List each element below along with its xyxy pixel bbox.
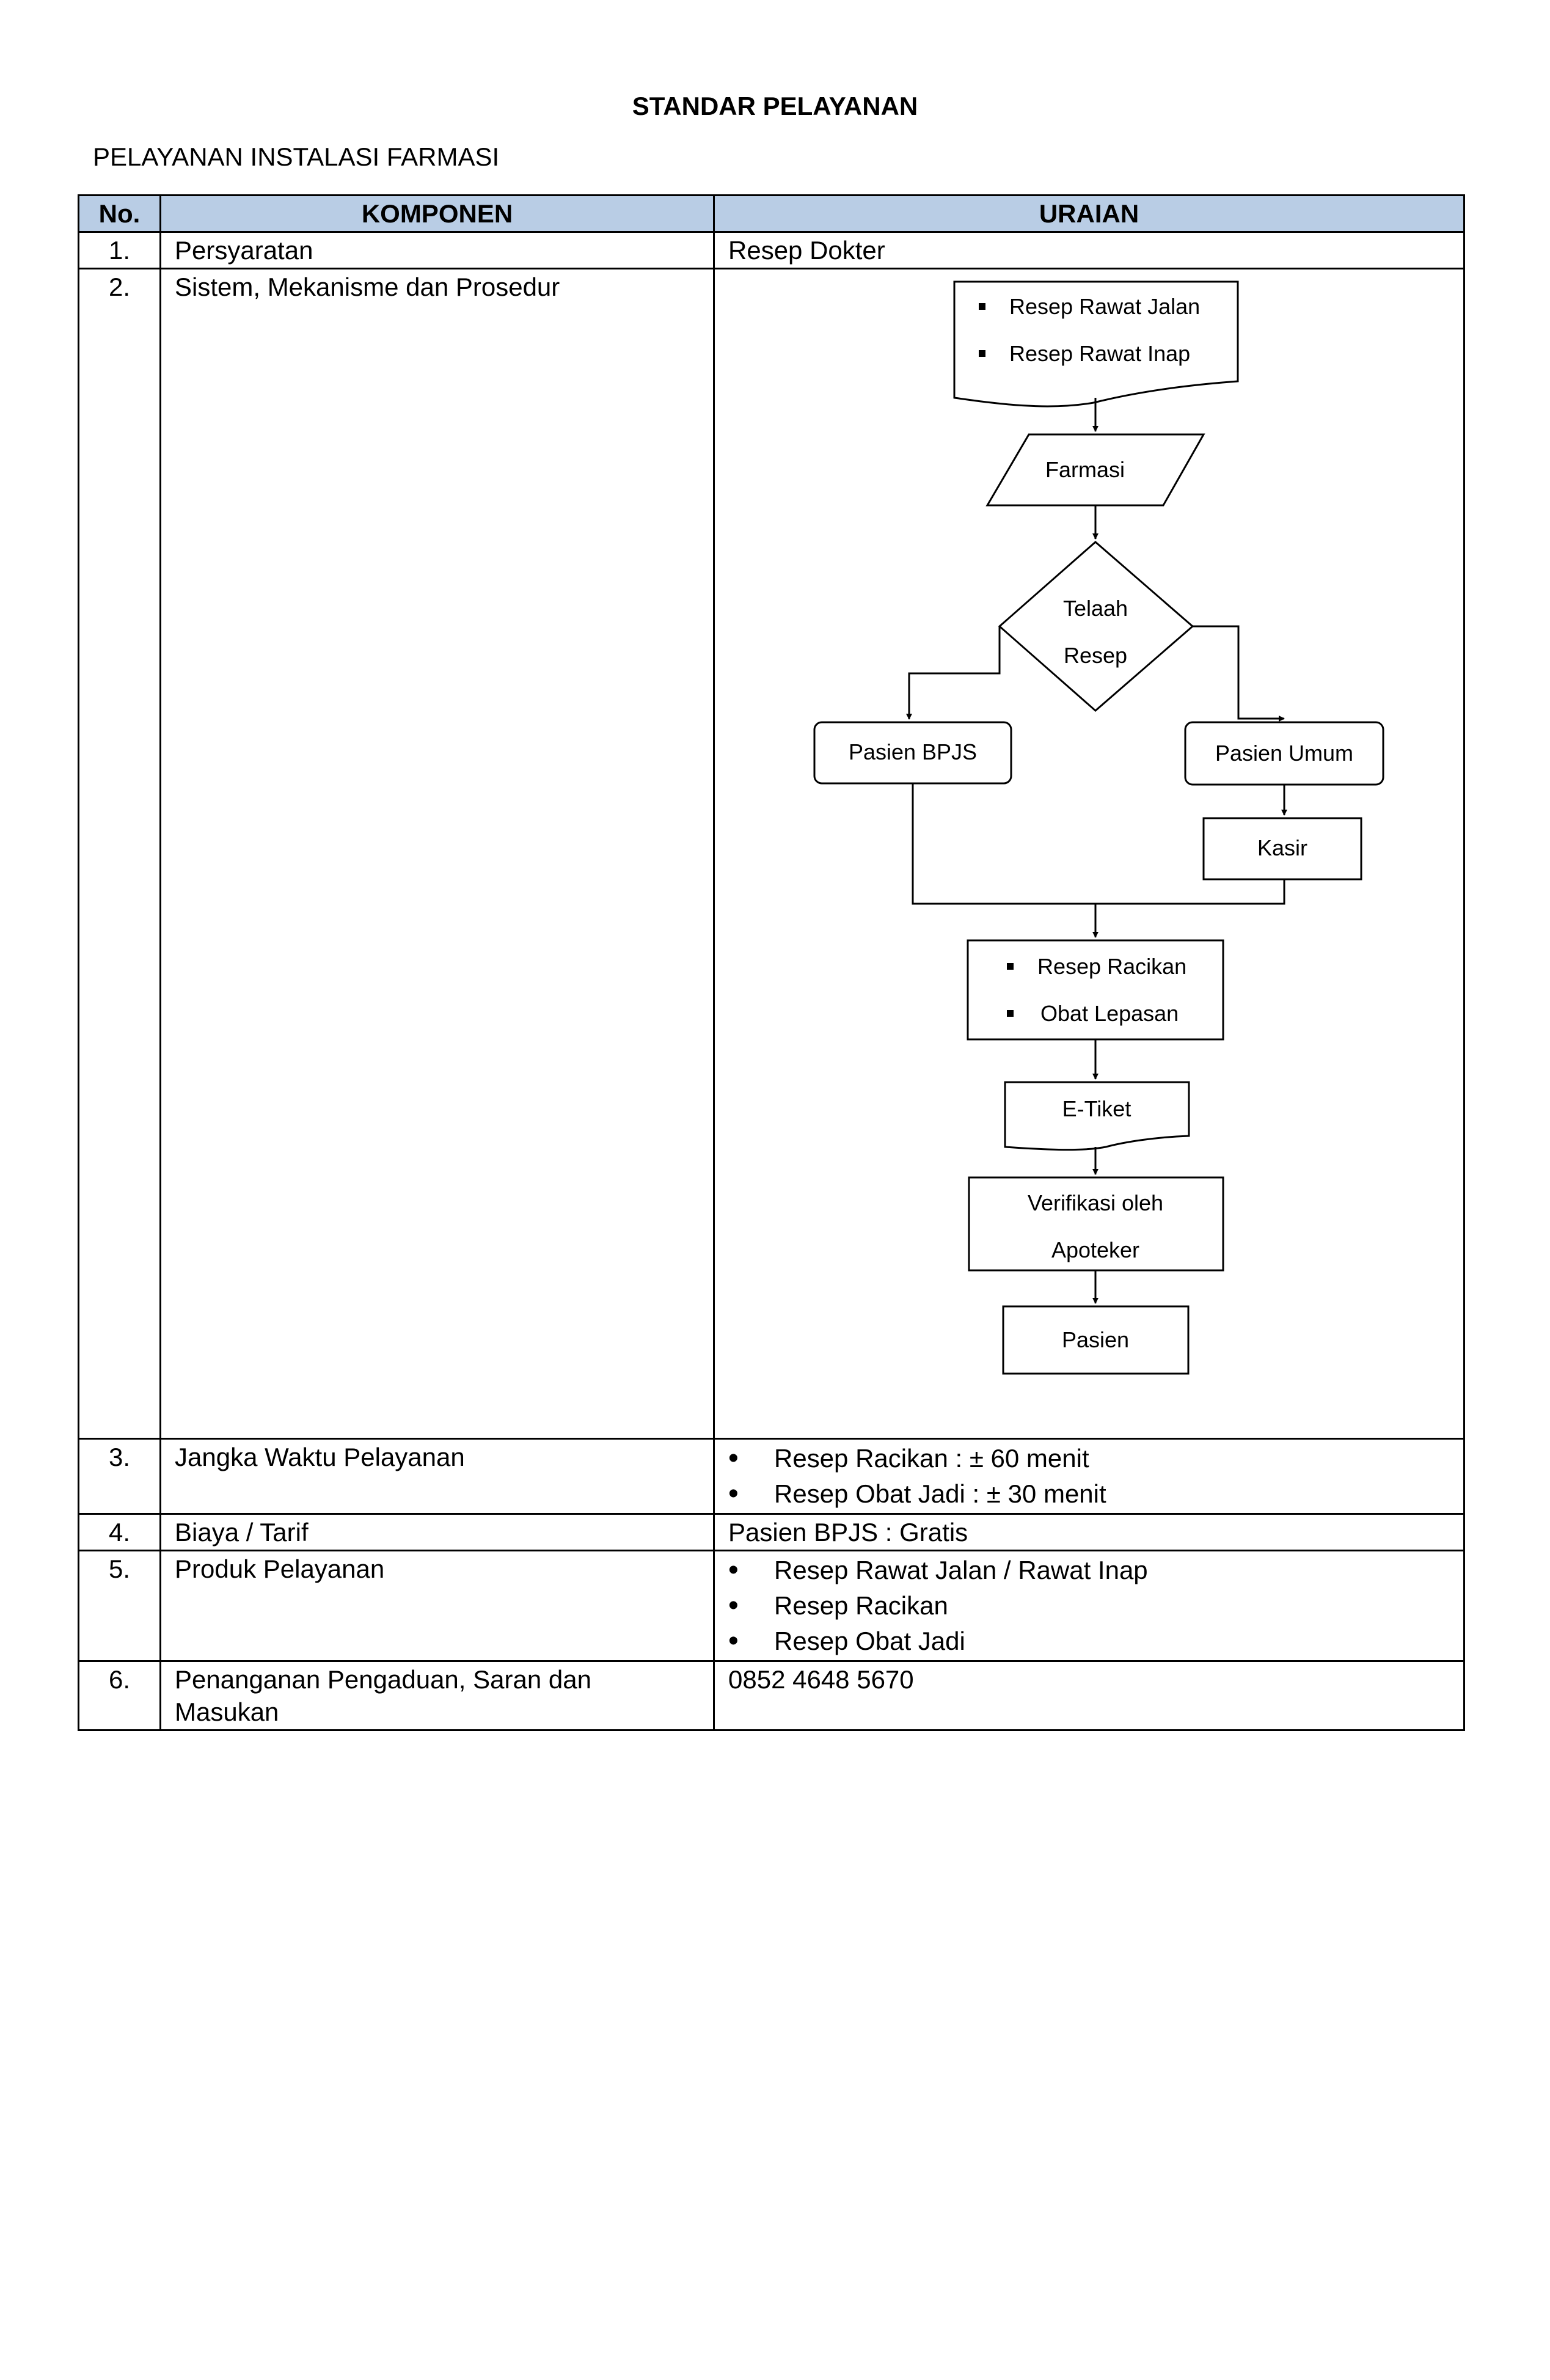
document-subtitle: PELAYANAN INSTALASI FARMASI [93,142,500,171]
row-uraian: Resep Racikan : ± 60 menit Resep Obat Ja… [713,1438,1465,1515]
row-uraian: Resep Rawat Jalan / Rawat Inap Resep Rac… [713,1550,1465,1662]
header-no: No. [78,194,161,233]
kasir-shape [1202,817,1362,881]
document-title: STANDAR PELAYANAN [632,92,918,120]
verifikasi-label: Verifikasi oleh [1028,1190,1163,1215]
row-uraian: Pasien BPJS : Gratis [713,1513,1465,1551]
table-header-row: No. KOMPONEN URAIAN [78,194,1465,233]
pasien-shape [1002,1305,1190,1375]
resep-item-label: Resep Rawat Jalan [1009,294,1200,319]
pasien-label: Pasien [1062,1327,1129,1352]
kasir-label: Kasir [1257,835,1307,860]
row-number: 2. [78,268,161,1440]
table-row: 4. Biaya / Tarif Pasien BPJS : Gratis [78,1513,1465,1551]
row-komponen: Biaya / Tarif [159,1513,715,1551]
table-row: 2. Sistem, Mekanisme dan Prosedur [78,268,1465,1440]
list-item: Resep Racikan : ± 60 menit [728,1441,1450,1476]
telaah-label: Resep [1064,643,1127,668]
bullet-square [979,350,985,357]
flowchart-cell: Resep Rawat Jalan Resep Rawat Inap Farma… [713,268,1465,1440]
connector-arrow [906,626,1001,720]
connector-arrow [1193,625,1285,722]
etiket-document-shape [1004,1081,1190,1151]
farmasi-label: Farmasi [1045,457,1125,482]
header-uraian: URAIAN [713,194,1465,233]
row-komponen: Penanganan Pengaduan, Saran dan Masukan [159,1660,715,1731]
racikan-shape [967,939,1224,1041]
verifikasi-label: Apoteker [1051,1237,1139,1262]
racikan-item-label: Obat Lepasan [1040,1001,1179,1026]
row-number: 1. [78,231,161,269]
resep-document-shape [953,280,1239,408]
pasien-umum-label: Pasien Umum [1215,741,1353,766]
list-item: Resep Obat Jadi : ± 30 menit [728,1476,1450,1512]
connector-line [912,783,1285,905]
bullet-square [1007,1010,1014,1017]
etiket-label: E-Tiket [1062,1096,1131,1121]
resep-item-label: Resep Rawat Inap [1009,341,1190,366]
table-row: 1. Persyaratan Resep Dokter [78,231,1465,269]
row-komponen: Produk Pelayanan [159,1550,715,1662]
table-row: 5. Produk Pelayanan Resep Rawat Jalan / … [78,1550,1465,1662]
bullet-list: Resep Racikan : ± 60 menit Resep Obat Ja… [728,1441,1450,1512]
row-number: 6. [78,1660,161,1731]
bullet-square [1007,963,1014,970]
list-item: Resep Racikan [728,1588,1450,1624]
farmasi-shape [985,433,1205,507]
table-row: 6. Penanganan Pengaduan, Saran dan Masuk… [78,1660,1465,1731]
list-item: Resep Obat Jadi [728,1624,1450,1659]
row-komponen: Jangka Waktu Pelayanan [159,1438,715,1515]
row-uraian: 0852 4648 5670 [713,1660,1465,1731]
row-komponen: Sistem, Mekanisme dan Prosedur [159,268,715,1440]
row-komponen: Persyaratan [159,231,715,269]
service-standard-table: No. KOMPONEN URAIAN 1. Persyaratan Resep… [78,194,1465,1731]
table-row: 3. Jangka Waktu Pelayanan Resep Racikan … [78,1438,1465,1515]
row-uraian: Resep Dokter [713,231,1465,269]
header-komponen: KOMPONEN [159,194,715,233]
racikan-item-label: Resep Racikan [1037,954,1186,979]
telaah-decision-shape [998,541,1194,712]
telaah-label: Telaah [1063,596,1128,621]
bullet-square [979,303,985,310]
flowchart: Resep Rawat Jalan Resep Rawat Inap Farma… [813,280,1384,1375]
verifikasi-shape [968,1176,1224,1272]
row-number: 3. [78,1438,161,1515]
bullet-list: Resep Rawat Jalan / Rawat Inap Resep Rac… [728,1553,1450,1659]
list-item: Resep Rawat Jalan / Rawat Inap [728,1553,1450,1588]
row-number: 4. [78,1513,161,1551]
row-number: 5. [78,1550,161,1662]
pasien-bpjs-label: Pasien BPJS [849,739,977,764]
